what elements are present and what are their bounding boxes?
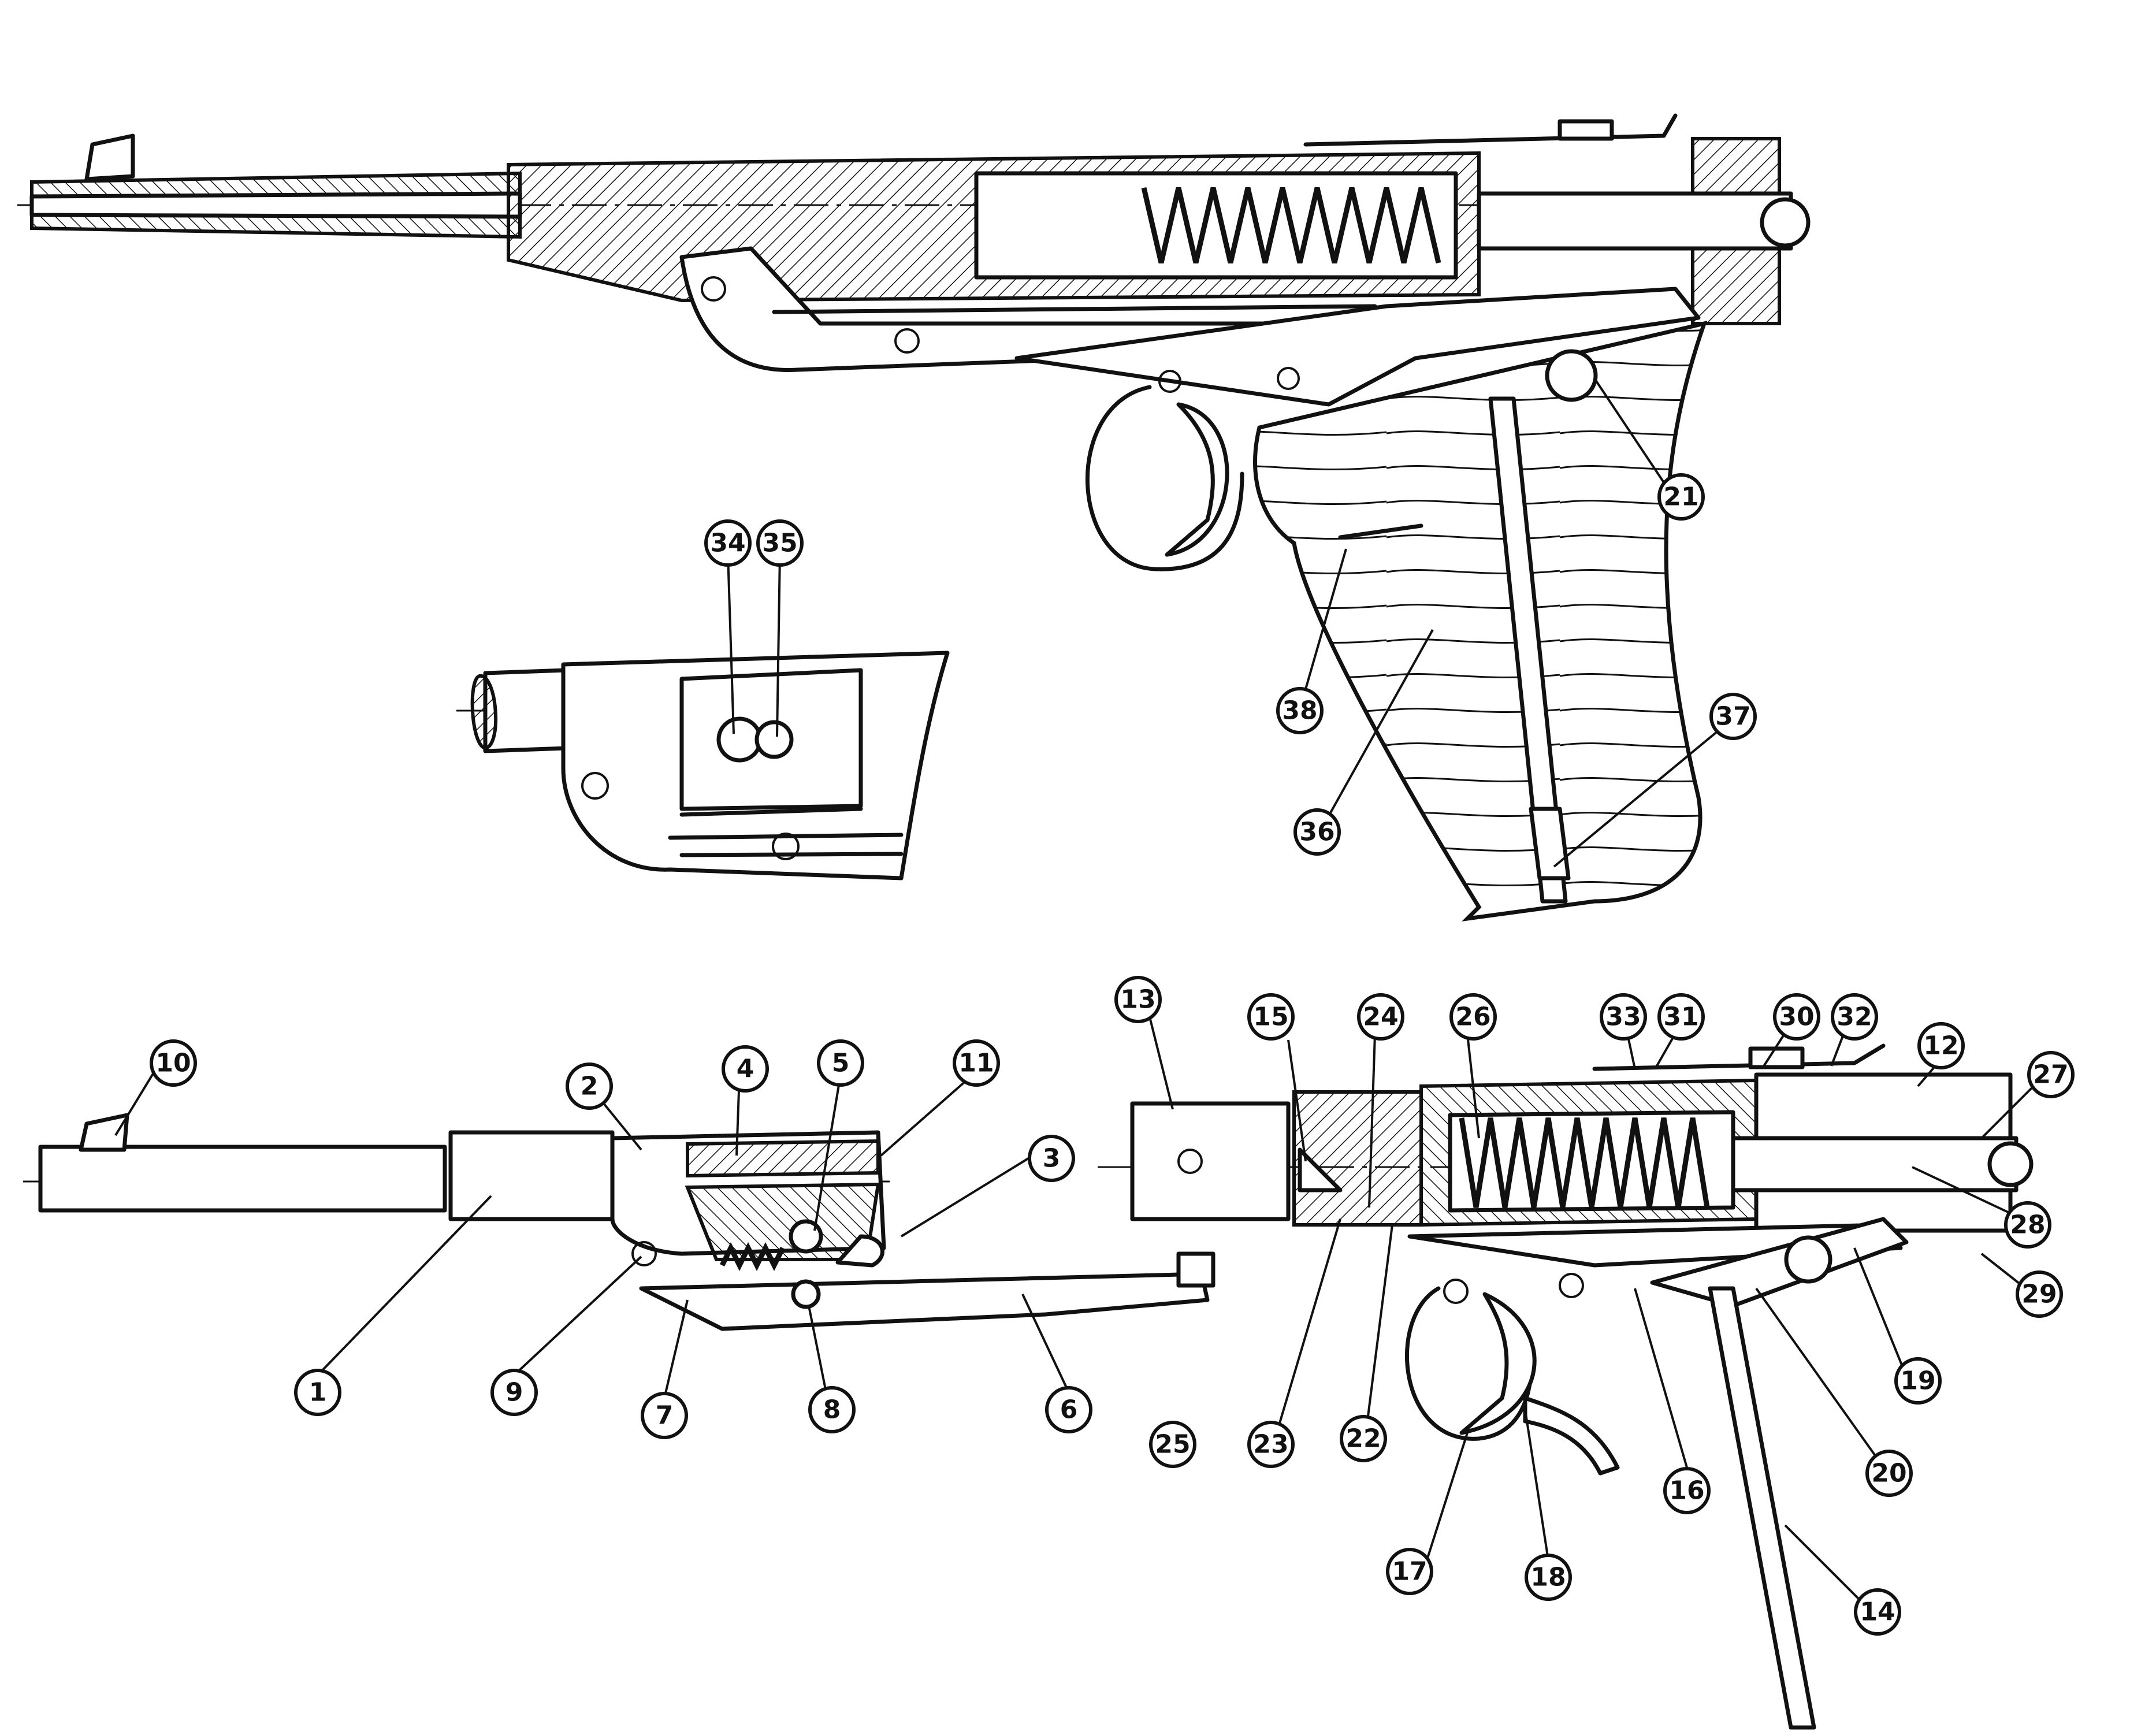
callout-1-text: 1 [309, 1378, 327, 1407]
callout-2: 2 [566, 1062, 613, 1110]
callout-18-text: 18 [1530, 1563, 1566, 1592]
callout-24-text: 24 [1363, 1002, 1398, 1032]
callout-9: 9 [490, 1369, 538, 1416]
callout-37: 37 [1709, 693, 1757, 740]
callout-15: 15 [1247, 993, 1295, 1041]
callout-36-text: 36 [1299, 818, 1335, 847]
callout-15-text: 15 [1253, 1002, 1288, 1032]
callout-22: 22 [1340, 1415, 1387, 1462]
callout-8: 8 [808, 1386, 856, 1433]
callout-28-text: 28 [2010, 1210, 2045, 1240]
callout-2-text: 2 [581, 1072, 599, 1101]
callout-12: 12 [1917, 1022, 1965, 1069]
callout-19-text: 19 [1900, 1366, 1935, 1396]
callout-25-text: 25 [1155, 1430, 1190, 1459]
callout-22-text: 22 [1345, 1424, 1381, 1454]
callout-13-text: 13 [1120, 985, 1155, 1015]
callout-34: 34 [704, 519, 752, 567]
callout-31: 31 [1657, 993, 1705, 1041]
callout-10-text: 10 [155, 1049, 191, 1078]
callout-9-text: 9 [505, 1378, 523, 1407]
callout-24: 24 [1357, 993, 1404, 1041]
callout-18: 18 [1525, 1554, 1572, 1601]
callout-12-text: 12 [1923, 1031, 1958, 1061]
callout-27: 27 [2027, 1051, 2075, 1098]
callout-30: 30 [1773, 993, 1820, 1041]
callout-27-text: 27 [2033, 1060, 2068, 1090]
callout-19: 19 [1894, 1357, 1942, 1405]
callout-16: 16 [1663, 1467, 1711, 1514]
callout-25: 25 [1149, 1421, 1196, 1468]
callout-5: 5 [817, 1039, 864, 1087]
callout-17-text: 17 [1392, 1557, 1427, 1587]
callout-28: 28 [2004, 1201, 2051, 1249]
callout-6-text: 6 [1060, 1395, 1078, 1425]
leader-lines [114, 377, 2035, 1604]
callout-5-text: 5 [832, 1049, 850, 1078]
callout-11: 11 [953, 1039, 1000, 1087]
callout-14-text: 14 [1860, 1597, 1895, 1627]
receiver-detail-view [456, 651, 950, 880]
callout-29: 29 [2016, 1270, 2063, 1318]
callout-26-text: 26 [1455, 1002, 1490, 1032]
callout-21-text: 21 [1663, 482, 1698, 512]
callout-36: 36 [1293, 808, 1341, 856]
callout-3: 3 [1028, 1135, 1075, 1182]
callout-labels: 1 2 3 4 5 6 7 8 9 10 11 12 13 14 15 16 1… [150, 473, 2075, 1636]
callout-31-text: 31 [1663, 1002, 1698, 1032]
callout-17: 17 [1386, 1548, 1433, 1595]
callout-33: 33 [1600, 993, 1647, 1041]
callout-32: 32 [1831, 993, 1878, 1041]
callout-3-text: 3 [1043, 1144, 1061, 1173]
callout-21: 21 [1657, 473, 1705, 521]
callout-4-text: 4 [737, 1054, 754, 1084]
callout-14: 14 [1854, 1588, 1901, 1636]
callout-7-text: 7 [656, 1401, 674, 1431]
callout-26: 26 [1449, 993, 1497, 1041]
barrel-assembly-exploded [23, 1113, 1215, 1331]
callout-1: 1 [294, 1369, 341, 1416]
callout-29-text: 29 [2021, 1280, 2057, 1309]
callout-30-text: 30 [1779, 1002, 1814, 1032]
callout-35-text: 35 [762, 529, 797, 558]
callout-8-text: 8 [823, 1395, 841, 1425]
callout-20: 20 [1865, 1450, 1913, 1497]
callout-34-text: 34 [710, 529, 745, 558]
callout-32-text: 32 [1837, 1002, 1872, 1032]
callout-11-text: 11 [958, 1049, 994, 1078]
callout-38: 38 [1276, 687, 1324, 734]
callout-6: 6 [1045, 1386, 1092, 1433]
callout-16-text: 16 [1669, 1476, 1704, 1506]
callout-10: 10 [150, 1039, 197, 1087]
action-assembly-exploded [1098, 1043, 2034, 1730]
callout-4: 4 [722, 1045, 769, 1093]
callout-20-text: 20 [1871, 1459, 1906, 1488]
callout-23: 23 [1247, 1421, 1295, 1468]
callout-37-text: 37 [1715, 702, 1750, 731]
callout-23-text: 23 [1253, 1430, 1288, 1459]
callout-13: 13 [1114, 976, 1162, 1023]
assembled-pistol-section [17, 113, 1811, 922]
callout-33-text: 33 [1605, 1002, 1641, 1032]
callout-38-text: 38 [1282, 696, 1317, 726]
callout-7: 7 [641, 1392, 688, 1439]
callout-35: 35 [756, 519, 804, 567]
